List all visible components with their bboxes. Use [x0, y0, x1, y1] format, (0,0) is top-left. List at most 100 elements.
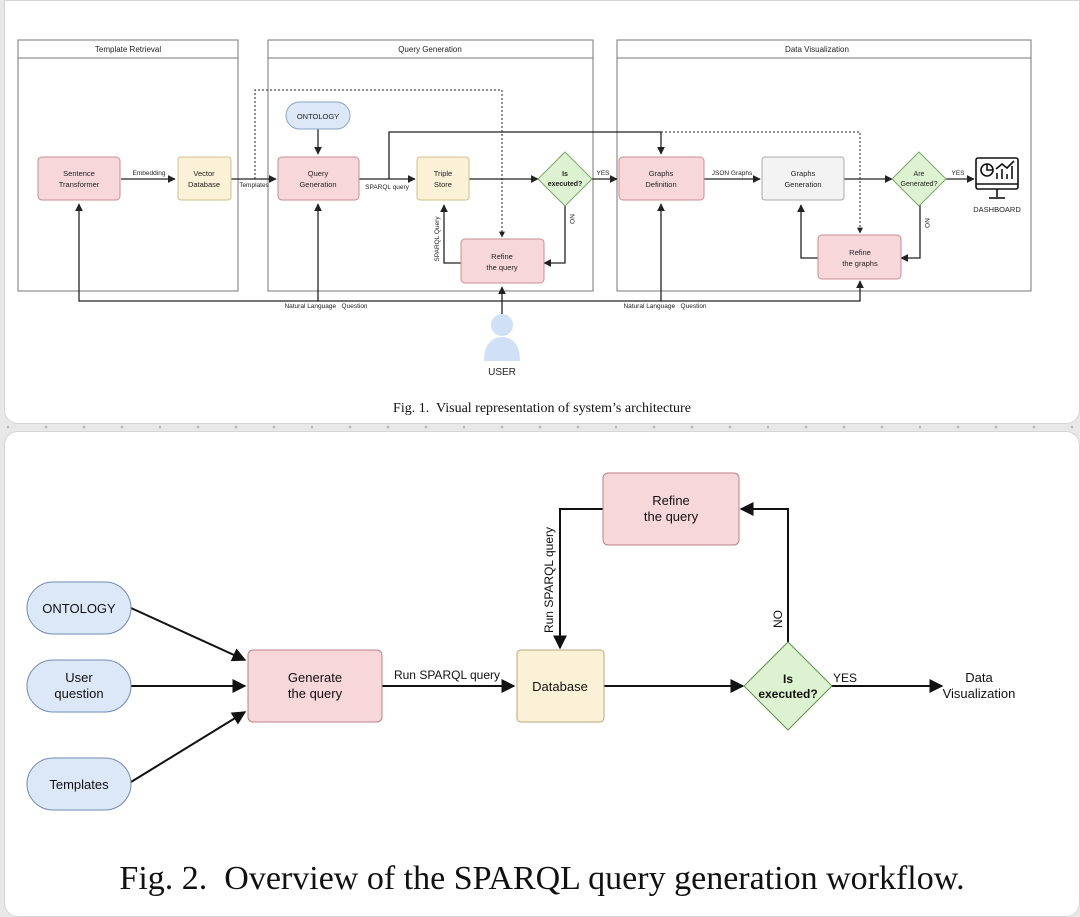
separator-dot: [842, 425, 846, 429]
lane-title: Query Generation: [398, 45, 462, 54]
separator-dot: [1032, 425, 1036, 429]
separator-dot: [956, 425, 960, 429]
svg-text:executed?: executed?: [758, 687, 817, 701]
svg-text:Generated?: Generated?: [901, 181, 938, 188]
svg-text:Refine: Refine: [652, 493, 690, 508]
query-generation-node: Query Generation: [277, 156, 360, 201]
data-visualization-label: Data Visualization: [943, 670, 1016, 701]
svg-text:the query: the query: [486, 263, 518, 272]
svg-text:Natural Language Question: Natural Language Question: [284, 303, 367, 310]
separator-dot: [348, 425, 352, 429]
refine-query-node-small: Refine the query: [460, 238, 545, 284]
separator-dot: [880, 425, 884, 429]
separator-dot: [44, 425, 48, 429]
svg-text:Run SPARQL query: Run SPARQL query: [542, 527, 556, 633]
svg-text:YES: YES: [596, 170, 610, 177]
user-icon: [484, 314, 520, 361]
templates-node: Templates: [26, 757, 132, 811]
svg-text:Visualization: Visualization: [943, 686, 1016, 701]
vector-database-node: Vector Database: [177, 156, 232, 201]
svg-text:the graphs: the graphs: [842, 259, 878, 268]
fig1-edge-labels: Embedding Templates SPARQL query YES NO …: [133, 170, 966, 310]
svg-text:Vector: Vector: [193, 169, 215, 178]
generate-query-node: Generate the query: [247, 649, 383, 723]
workflow-diagram: ONTOLOGY User question Templates Generat…: [26, 472, 1016, 811]
graphs-definition-node: Graphs Definition: [618, 156, 705, 201]
separator-dot: [234, 425, 238, 429]
separator-dot: [766, 425, 770, 429]
refine-graphs-node: Refine the graphs: [817, 234, 902, 280]
figure-2-caption: Fig. 2. Overview of the SPARQL query gen…: [119, 860, 965, 897]
ontology-node: ONTOLOGY: [26, 581, 132, 635]
fig2-edges: [130, 502, 944, 783]
fig1-edges: [75, 129, 975, 316]
svg-text:Store: Store: [434, 180, 452, 189]
svg-text:Refine: Refine: [849, 248, 871, 257]
figure-2-panel: ONTOLOGY User question Templates Generat…: [4, 431, 1080, 917]
svg-text:the query: the query: [644, 509, 699, 524]
separator-dot: [272, 425, 276, 429]
svg-text:question: question: [54, 686, 103, 701]
svg-text:Refine: Refine: [491, 252, 513, 261]
svg-text:SPARQL Query: SPARQL Query: [434, 216, 441, 262]
svg-text:Transformer: Transformer: [59, 180, 100, 189]
svg-text:Query: Query: [308, 169, 329, 178]
triple-store-node: Triple Store: [416, 156, 470, 201]
lane-template-retrieval: Template Retrieval: [17, 39, 239, 292]
svg-text:NO: NO: [771, 610, 785, 628]
separator-dot: [1070, 425, 1074, 429]
separator-dot: [310, 425, 314, 429]
separator-dot: [652, 425, 656, 429]
separator-dot: [158, 425, 162, 429]
graphs-generation-node: Graphs Generation: [761, 156, 845, 201]
svg-text:the query: the query: [288, 686, 343, 701]
separator-dot: [120, 425, 124, 429]
svg-text:Templates: Templates: [239, 182, 269, 189]
separator-dots: [6, 425, 1074, 429]
svg-text:Triple: Triple: [434, 169, 452, 178]
svg-text:Graphs: Graphs: [791, 169, 816, 178]
separator-dot: [728, 425, 732, 429]
lane-title: Template Retrieval: [95, 45, 161, 54]
user-label: USER: [488, 367, 516, 378]
separator-dot: [424, 425, 428, 429]
svg-text:YES: YES: [951, 170, 965, 177]
separator-dot: [994, 425, 998, 429]
svg-text:User: User: [65, 670, 93, 685]
separator-dot: [386, 425, 390, 429]
svg-text:NO: NO: [568, 214, 575, 224]
separator-dot: [538, 425, 542, 429]
svg-text:Templates: Templates: [49, 777, 109, 792]
svg-text:YES: YES: [833, 671, 857, 685]
svg-text:Database: Database: [188, 180, 220, 189]
is-executed-decision: Is executed?: [743, 641, 833, 731]
svg-text:Natural Language Question: Natural Language Question: [623, 303, 706, 310]
figure-1-panel: Template Retrieval Query Generation Data…: [4, 0, 1080, 424]
svg-text:Generate: Generate: [288, 670, 342, 685]
svg-text:NO: NO: [923, 218, 930, 228]
separator-dot: [6, 425, 10, 429]
svg-text:Is: Is: [783, 672, 793, 686]
svg-text:SPARQL query: SPARQL query: [365, 184, 409, 191]
svg-text:Embedding: Embedding: [133, 170, 166, 177]
fig2-edge-labels: Run SPARQL query Run SPARQL query YES NO: [394, 527, 857, 685]
dashboard-label: DASHBOARD: [973, 205, 1021, 214]
svg-text:executed?: executed?: [548, 181, 583, 188]
lane-query-generation: Query Generation: [267, 39, 594, 292]
separator-dot: [462, 425, 466, 429]
separator-dot: [804, 425, 808, 429]
ontology-node-small: ONTOLOGY: [285, 101, 351, 130]
svg-text:Sentence: Sentence: [63, 169, 95, 178]
svg-text:Run SPARQL query: Run SPARQL query: [394, 668, 500, 682]
separator-dot: [576, 425, 580, 429]
svg-text:Are: Are: [914, 171, 925, 178]
svg-text:Data: Data: [965, 670, 993, 685]
dashboard-icon: [975, 157, 1019, 199]
is-executed-decision-small: Is executed?: [537, 151, 593, 207]
sentence-transformer-node: Sentence Transformer: [37, 156, 121, 201]
svg-text:ONTOLOGY: ONTOLOGY: [42, 601, 116, 616]
architecture-diagram: Template Retrieval Query Generation Data…: [17, 39, 1032, 378]
separator-dot: [614, 425, 618, 429]
lane-data-visualization: Data Visualization: [616, 39, 1032, 292]
figure-1-caption: Fig. 1. Visual representation of system’…: [393, 401, 691, 416]
